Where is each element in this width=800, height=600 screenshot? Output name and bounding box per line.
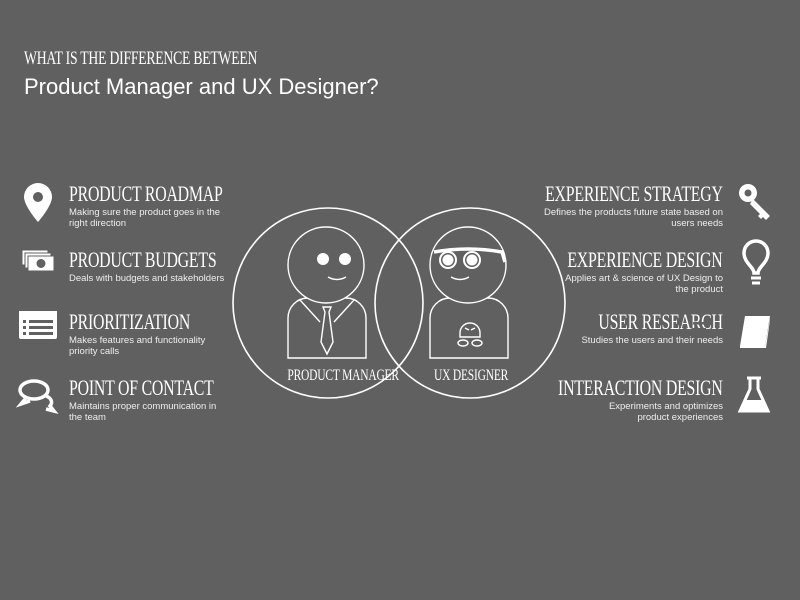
item-desc: Deals with budgets and stakeholders (69, 273, 225, 284)
flask-icon (737, 376, 771, 413)
item-title: POINT OF CONTACT (69, 375, 214, 400)
map-pin-icon (24, 183, 52, 222)
goomba-icon (457, 322, 483, 347)
item-title: INTERACTION DESIGN (558, 375, 723, 400)
subtitle: WHAT IS THE DIFFERENCE BETWEEN (24, 48, 258, 69)
item-desc: Defines the products future state based … (543, 207, 723, 229)
item-desc: Experiments and optimizes product experi… (608, 401, 723, 423)
item-desc: Applies art & science of UX Design to th… (565, 273, 723, 295)
item-desc: Makes features and functionality priorit… (69, 335, 206, 357)
item-title: PRIORITIZATION (69, 309, 191, 334)
item-title: PRODUCT ROADMAP (69, 181, 223, 206)
product-manager-circle (232, 207, 424, 399)
item-title: PRODUCT BUDGETS (69, 247, 217, 272)
product-manager-figure (287, 226, 367, 359)
item-title: EXPERIENCE STRATEGY (545, 181, 723, 206)
chat-bubbles-icon (15, 379, 59, 414)
ux-designer-circle (374, 207, 566, 399)
book-icon (691, 316, 770, 348)
lightbulb-icon (742, 239, 770, 285)
ux-designer-label: UX DESIGNER (434, 367, 509, 384)
page-title: Product Manager and UX Designer? (24, 74, 379, 99)
money-stack-icon (21, 249, 55, 272)
item-desc: Maintains proper communication in the te… (69, 401, 217, 423)
ux-designer-figure (429, 226, 509, 359)
key-icon (739, 184, 770, 220)
product-manager-label: PRODUCT MANAGER (287, 367, 399, 384)
item-desc: Making sure the product goes in the righ… (69, 207, 221, 229)
list-icon (19, 311, 57, 339)
item-title: USER RESEARCH (598, 309, 724, 334)
item-title: EXPERIENCE DESIGN (567, 247, 723, 272)
item-desc: Studies the users and their needs (581, 335, 723, 346)
